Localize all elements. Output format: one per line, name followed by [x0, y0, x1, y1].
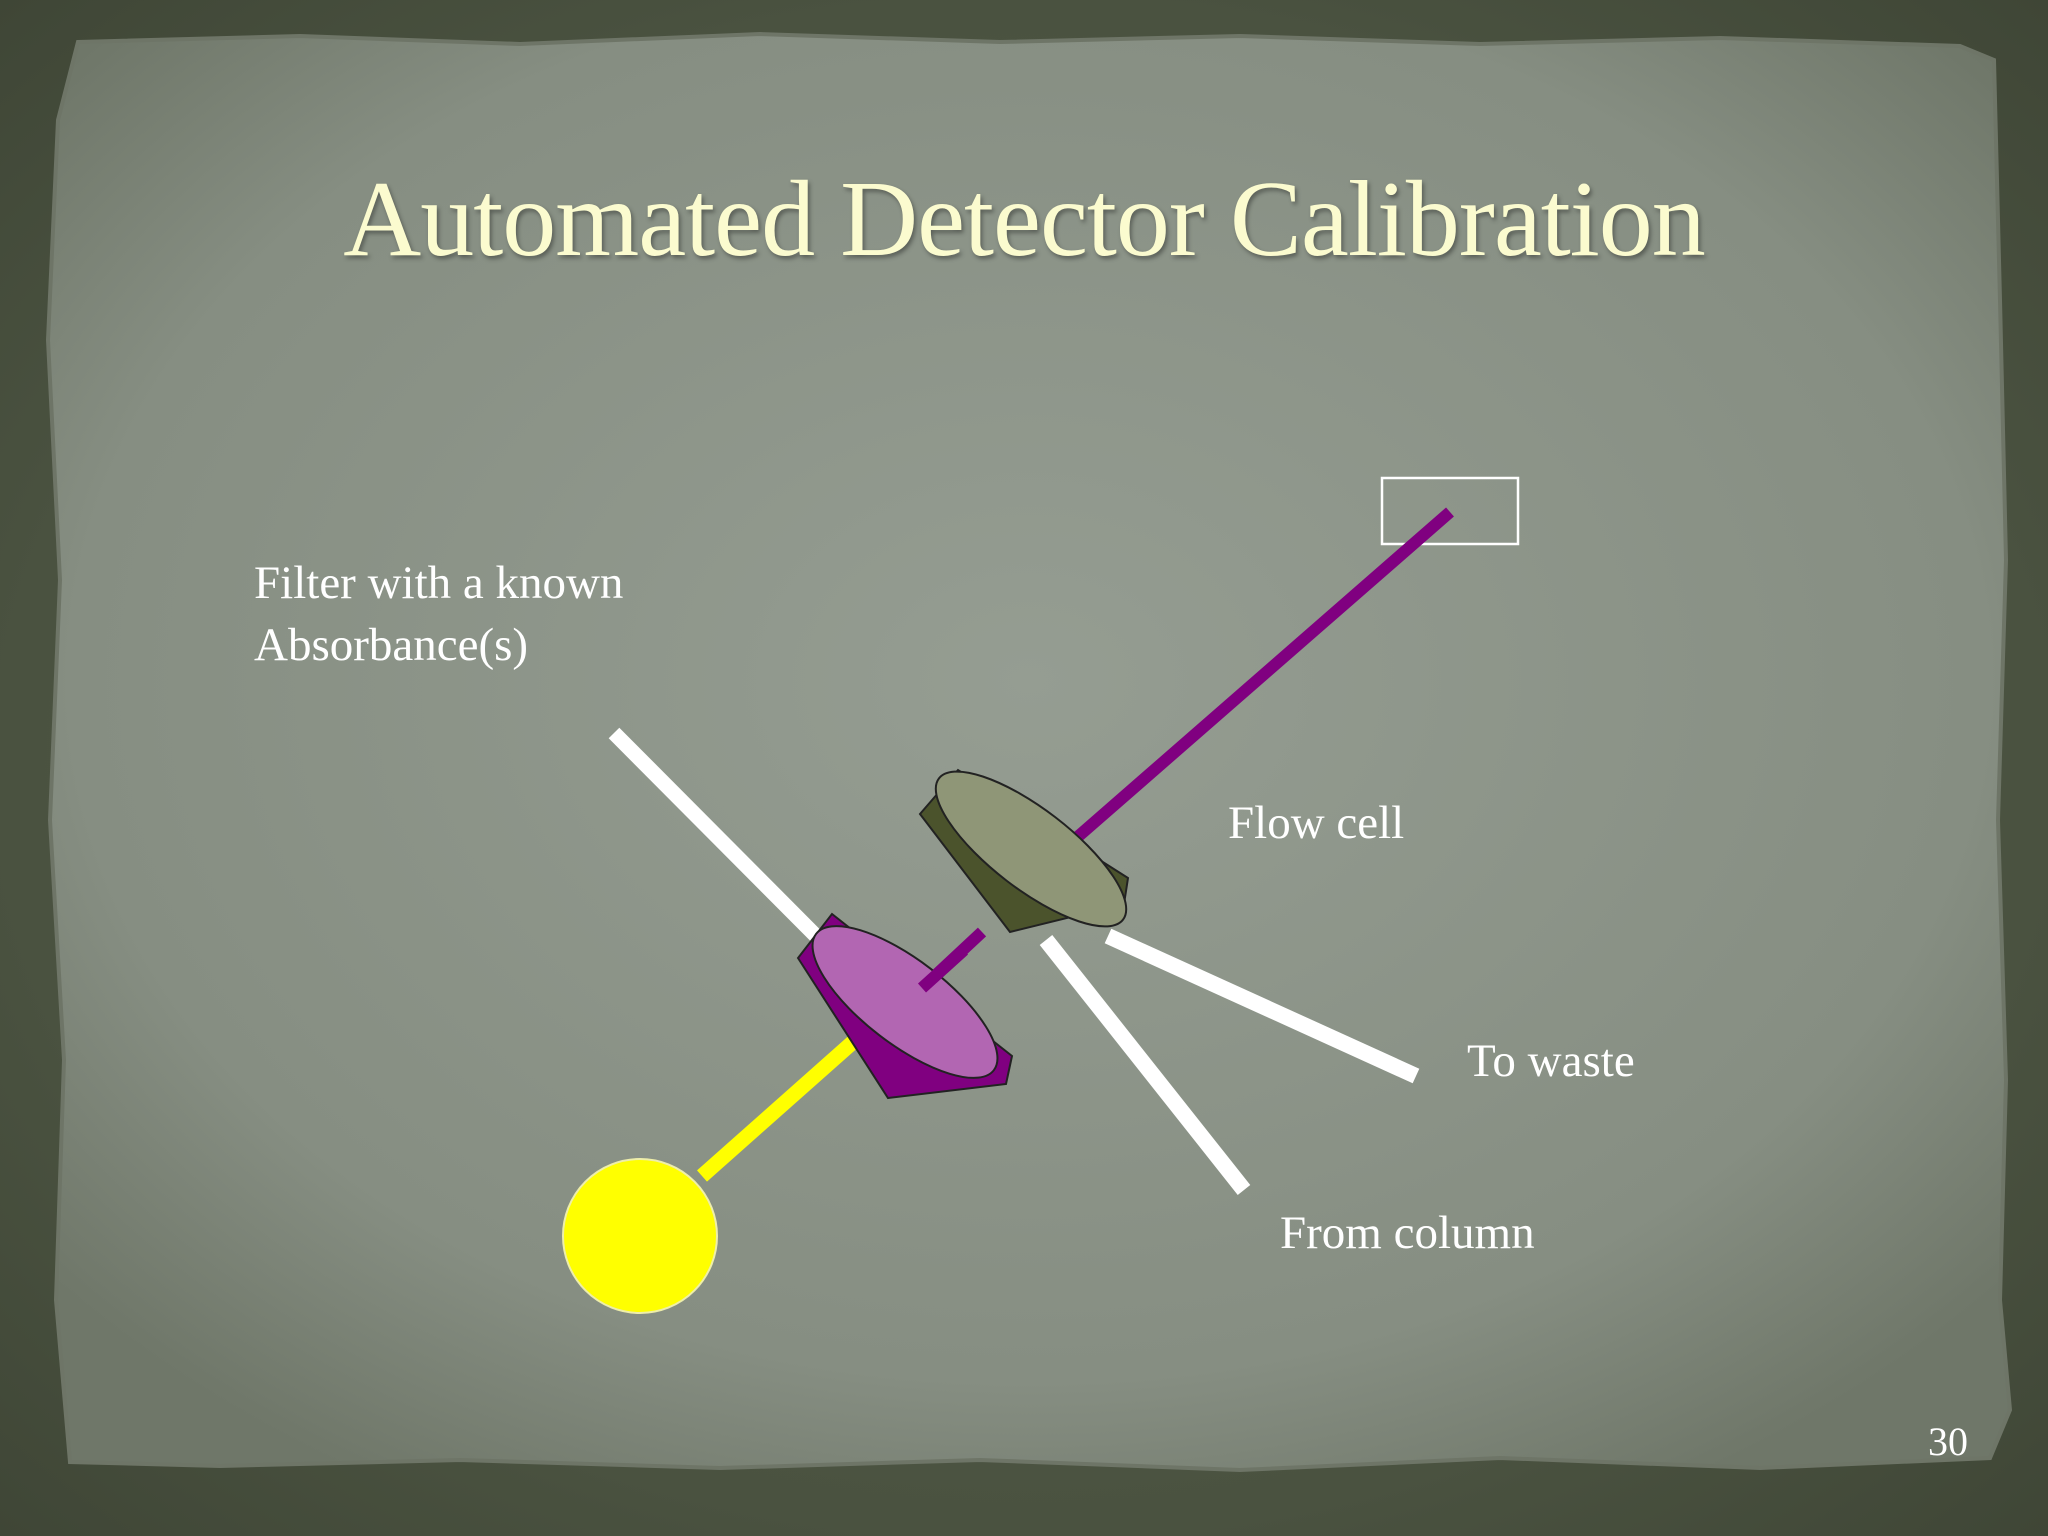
flow-cell-disk — [918, 768, 1130, 934]
column-tube — [1039, 935, 1251, 1195]
lamp-circle — [562, 1158, 718, 1314]
light-beam-upper — [1038, 507, 1454, 873]
waste-tube — [1104, 928, 1420, 1084]
detector-box — [1380, 476, 1520, 546]
filter-label-line1: Filter with a known — [254, 557, 624, 609]
page-number: 30 — [1928, 1419, 1968, 1464]
light-beam-through-filter — [917, 945, 969, 993]
slide-title: Automated Detector Calibration — [343, 160, 1706, 279]
filter-disk — [796, 912, 1014, 1100]
lamp-beam — [697, 1036, 858, 1182]
to-waste-label: To waste — [1467, 1035, 1635, 1087]
filter-label-line2: Absorbance(s) — [254, 619, 529, 671]
flow-cell-label: Flow cell — [1228, 797, 1405, 849]
filter-pointer-line — [608, 727, 824, 944]
filter-label: Filter with a known Absorbance(s) — [254, 552, 623, 676]
from-column-label: From column — [1280, 1207, 1535, 1259]
